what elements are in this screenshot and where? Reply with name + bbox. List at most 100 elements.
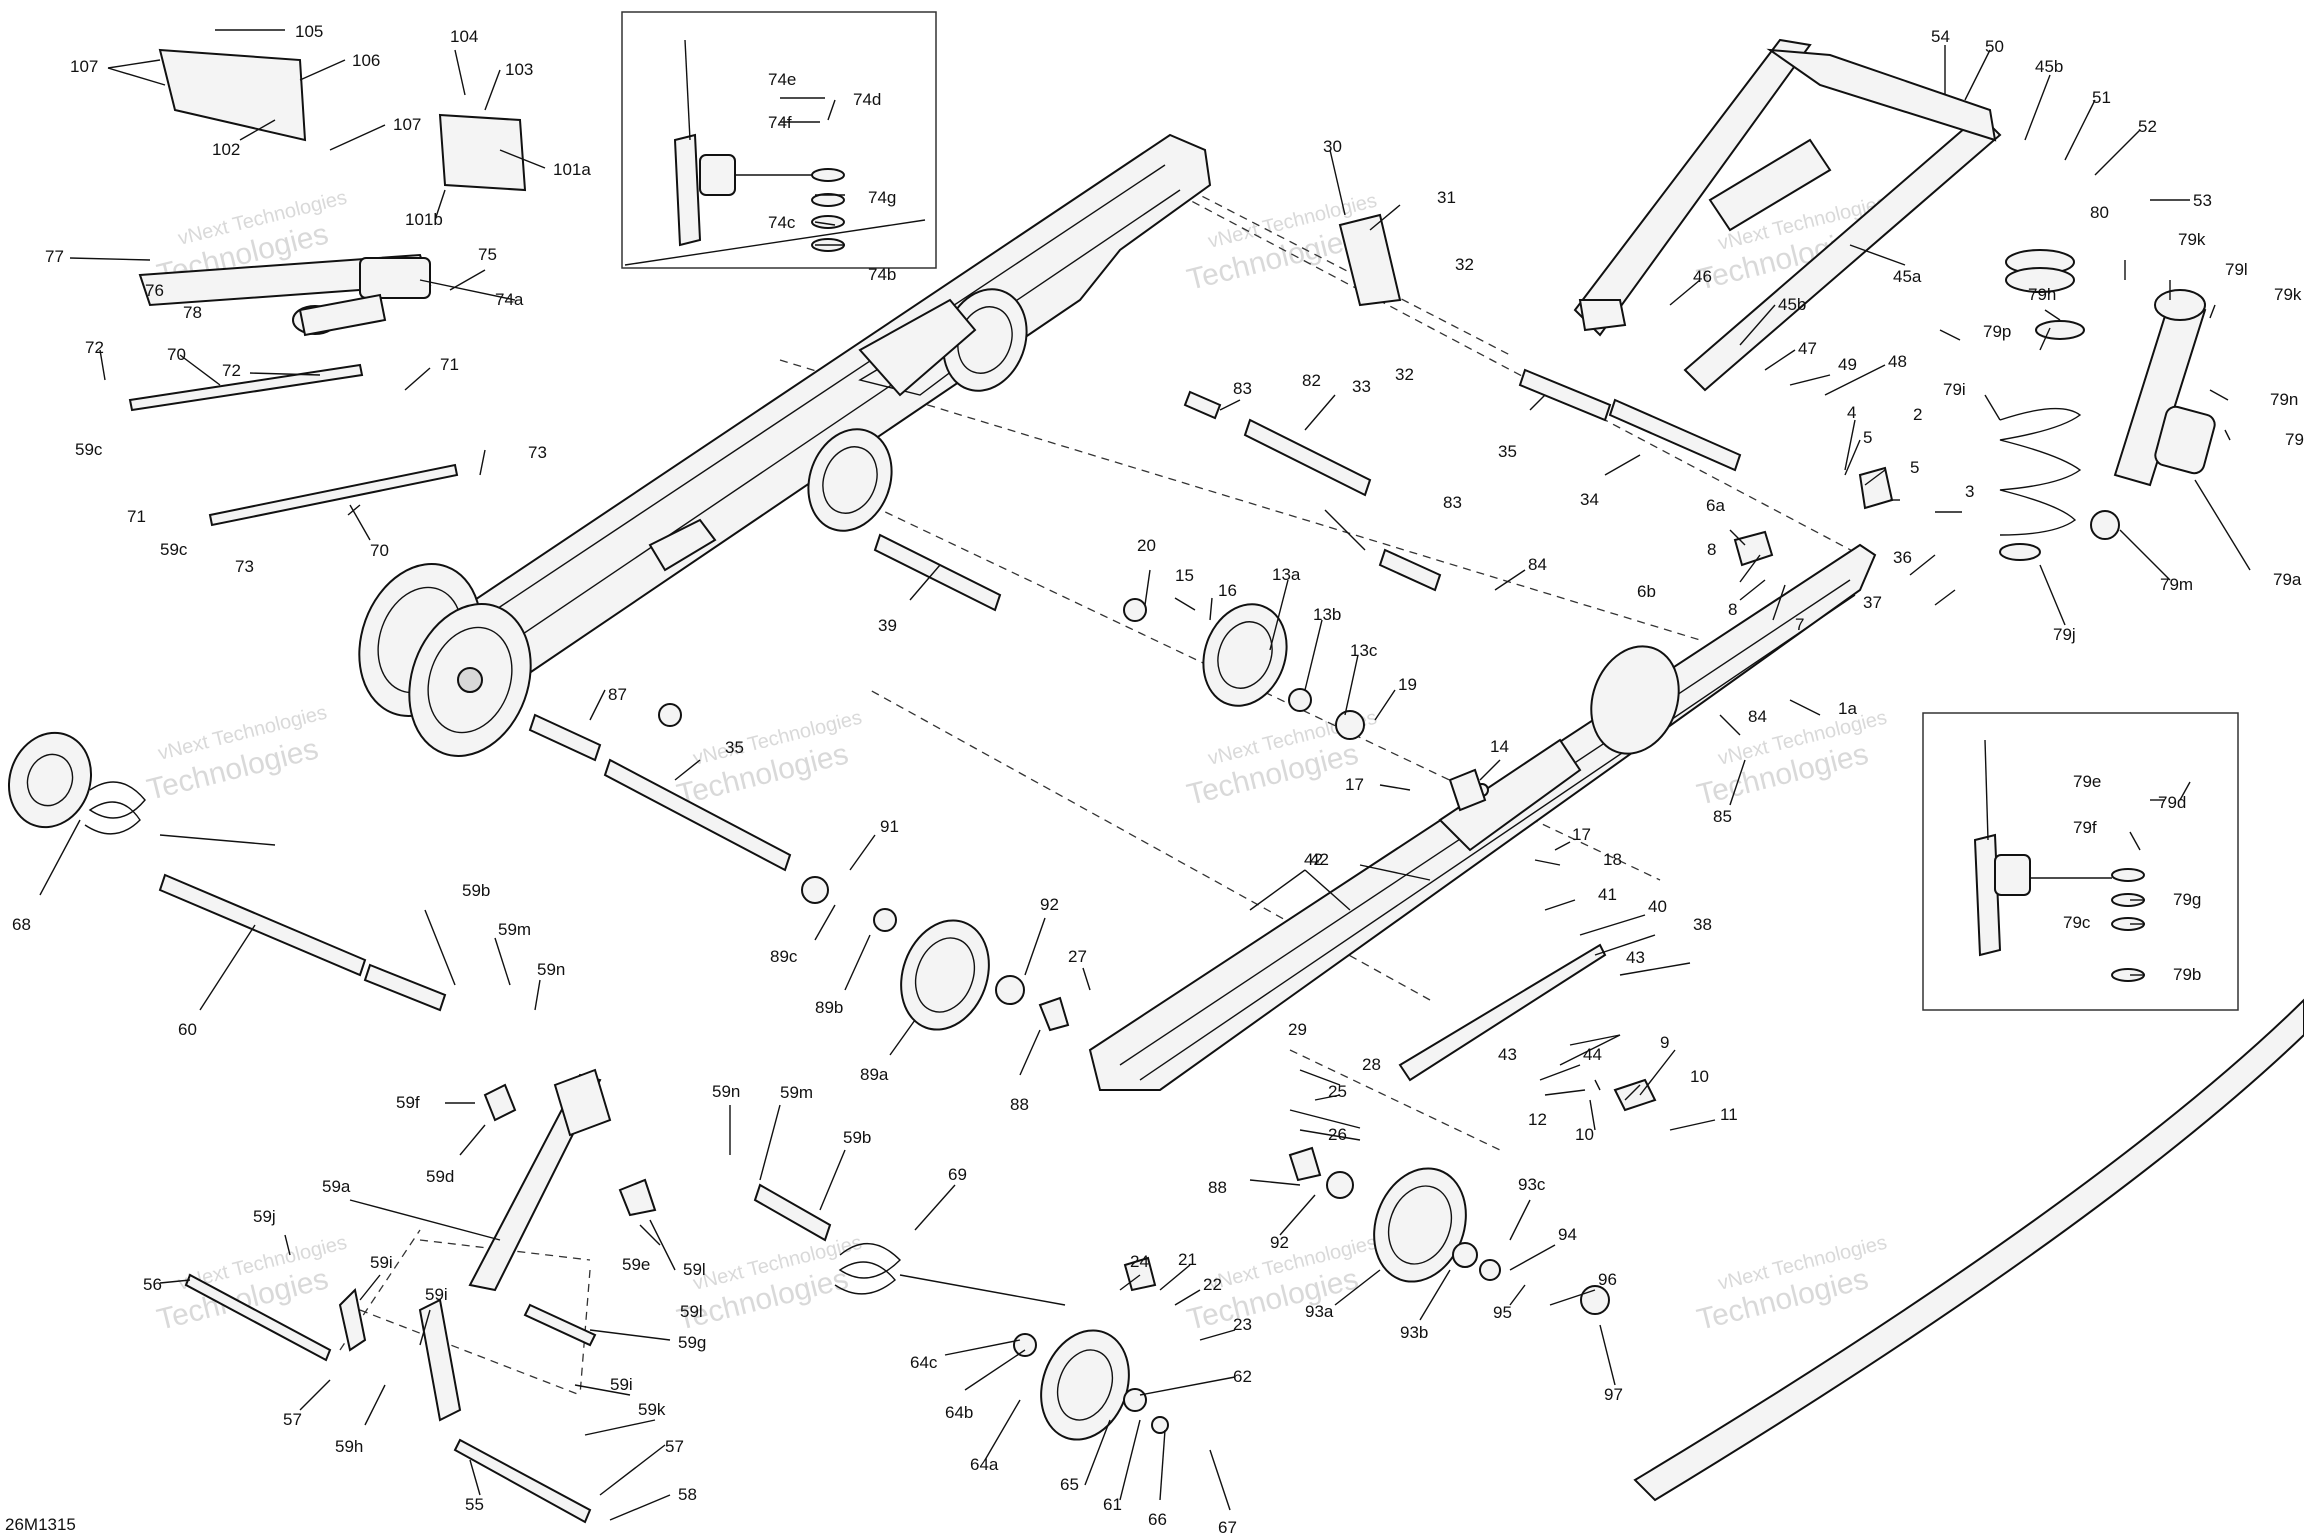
callout-label: 89b [815, 998, 843, 1017]
callout-label: 97 [1604, 1385, 1623, 1404]
callout-label: 39 [878, 616, 897, 635]
callout-label: 68 [12, 915, 31, 934]
callout-label: 73 [528, 443, 547, 462]
callout-label: 2 [1913, 405, 1922, 424]
callout-label: 13a [1272, 565, 1301, 584]
callout-label: 79i [1943, 380, 1966, 399]
callout-label: 48 [1888, 352, 1907, 371]
callout-label: 16 [1218, 581, 1237, 600]
callout-label: 59n [712, 1082, 740, 1101]
callout-label: 94 [1558, 1225, 1577, 1244]
callout-label: 34 [1580, 490, 1599, 509]
callout-label: 59l [680, 1302, 703, 1321]
callout-label: 95 [1493, 1303, 1512, 1322]
callout-label: 59k [638, 1400, 666, 1419]
callout-label: 59h [335, 1437, 363, 1456]
callout-label: 93a [1305, 1302, 1334, 1321]
callout-label: 44 [1583, 1045, 1602, 1064]
callout-label: 29 [1288, 1020, 1307, 1039]
callout-label: 69 [948, 1165, 967, 1184]
wheel-68 [7, 731, 93, 829]
callout-label: 13c [1350, 641, 1378, 660]
callout-label: 79b [2173, 965, 2201, 984]
callout-label: 64a [970, 1455, 999, 1474]
callout-label: 59g [678, 1333, 706, 1352]
callout-label: 84 [1528, 555, 1547, 574]
callout-label: 9 [1660, 1033, 1669, 1052]
slide-strip [1398, 943, 1607, 1082]
callout-label: 17 [1345, 775, 1364, 794]
wheel-13a [1202, 603, 1288, 707]
callout-label: 79m [2160, 575, 2193, 594]
callout-label: 59j [253, 1207, 276, 1226]
callout-label: 85 [1713, 807, 1732, 826]
callout-label: 79f [2073, 818, 2097, 837]
callout-label: 32 [1395, 365, 1414, 384]
wheel-89a [900, 919, 990, 1031]
callout-label: 59c [75, 440, 103, 459]
callout-label: 79j [2053, 625, 2076, 644]
inset-box-79 [1922, 712, 2239, 1011]
callout-label: 72 [222, 361, 241, 380]
callout-label: 31 [1437, 188, 1456, 207]
callout-label: 8 [1728, 600, 1737, 619]
callout-label: 59f [396, 1093, 420, 1112]
callout-label: 35 [725, 738, 744, 757]
callout-label: 79k [2178, 230, 2206, 249]
callout-label: 6b [1637, 582, 1656, 601]
assembly-guide-lines [339, 189, 1861, 1396]
callout-label: 61 [1103, 1495, 1122, 1514]
callout-label: 71 [127, 507, 146, 526]
inset-box-74 [621, 11, 937, 269]
callout-label: 45b [1778, 295, 1806, 314]
callout-label: 1a [1838, 699, 1857, 718]
wheel-93a [1373, 1167, 1467, 1283]
callout-label: 74d [853, 90, 881, 109]
callout-label: 74c [768, 213, 796, 232]
callout-label: 65 [1060, 1475, 1079, 1494]
callout-label: 59e [622, 1255, 650, 1274]
callout-label: 6a [1706, 496, 1725, 515]
rear-shock-74a [138, 253, 432, 337]
callout-label: 93b [1400, 1323, 1428, 1342]
callout-label: 20 [1137, 536, 1156, 555]
callout-label: 79e [2073, 772, 2101, 791]
callout-label: 74e [768, 70, 796, 89]
right-rail-wheel [1590, 645, 1680, 755]
callout-label: 79g [2173, 890, 2201, 909]
callout-label: 17 [1572, 825, 1591, 844]
callout-label: 7 [1795, 615, 1804, 634]
callout-label: 33 [1352, 377, 1371, 396]
callout-label: 106 [352, 51, 380, 70]
callout-label: 4 [1847, 403, 1856, 422]
callout-label: 88 [1208, 1178, 1227, 1197]
left-rail-assembly [358, 133, 1212, 757]
callout-label: 56 [143, 1275, 162, 1294]
callout-label: 23 [1233, 1315, 1252, 1334]
callout-label: 22 [1203, 1275, 1222, 1294]
callout-label: 53 [2193, 191, 2212, 210]
callout-label: 64c [910, 1353, 938, 1372]
callout-label: 27 [1068, 947, 1087, 966]
callout-label: 82 [1302, 371, 1321, 390]
callout-label: 59b [843, 1128, 871, 1147]
callout-label: 38 [1693, 915, 1712, 934]
right-rail-assembly [1088, 543, 1877, 1091]
callout-label: 30 [1323, 137, 1342, 156]
callout-label: 59i [425, 1285, 448, 1304]
callout-label: 58 [678, 1485, 697, 1504]
callout-label: 47 [1798, 339, 1817, 358]
callout-label: 70 [370, 541, 389, 560]
callout-label: 92 [1040, 895, 1059, 914]
callout-label: 93c [1518, 1175, 1546, 1194]
shafts-and-tubes [128, 363, 1742, 1524]
callout-label: 28 [1362, 1055, 1381, 1074]
callout-label: 66 [1148, 1510, 1167, 1529]
callout-label: 101b [405, 210, 443, 229]
callout-label: 79n [2270, 390, 2298, 409]
callout-label: 10 [1575, 1125, 1594, 1144]
callout-label: 79 [2285, 430, 2304, 449]
callout-label: 75 [478, 245, 497, 264]
diagram-code: 26M1315 [5, 1515, 76, 1534]
callout-label: 83 [1233, 379, 1252, 398]
